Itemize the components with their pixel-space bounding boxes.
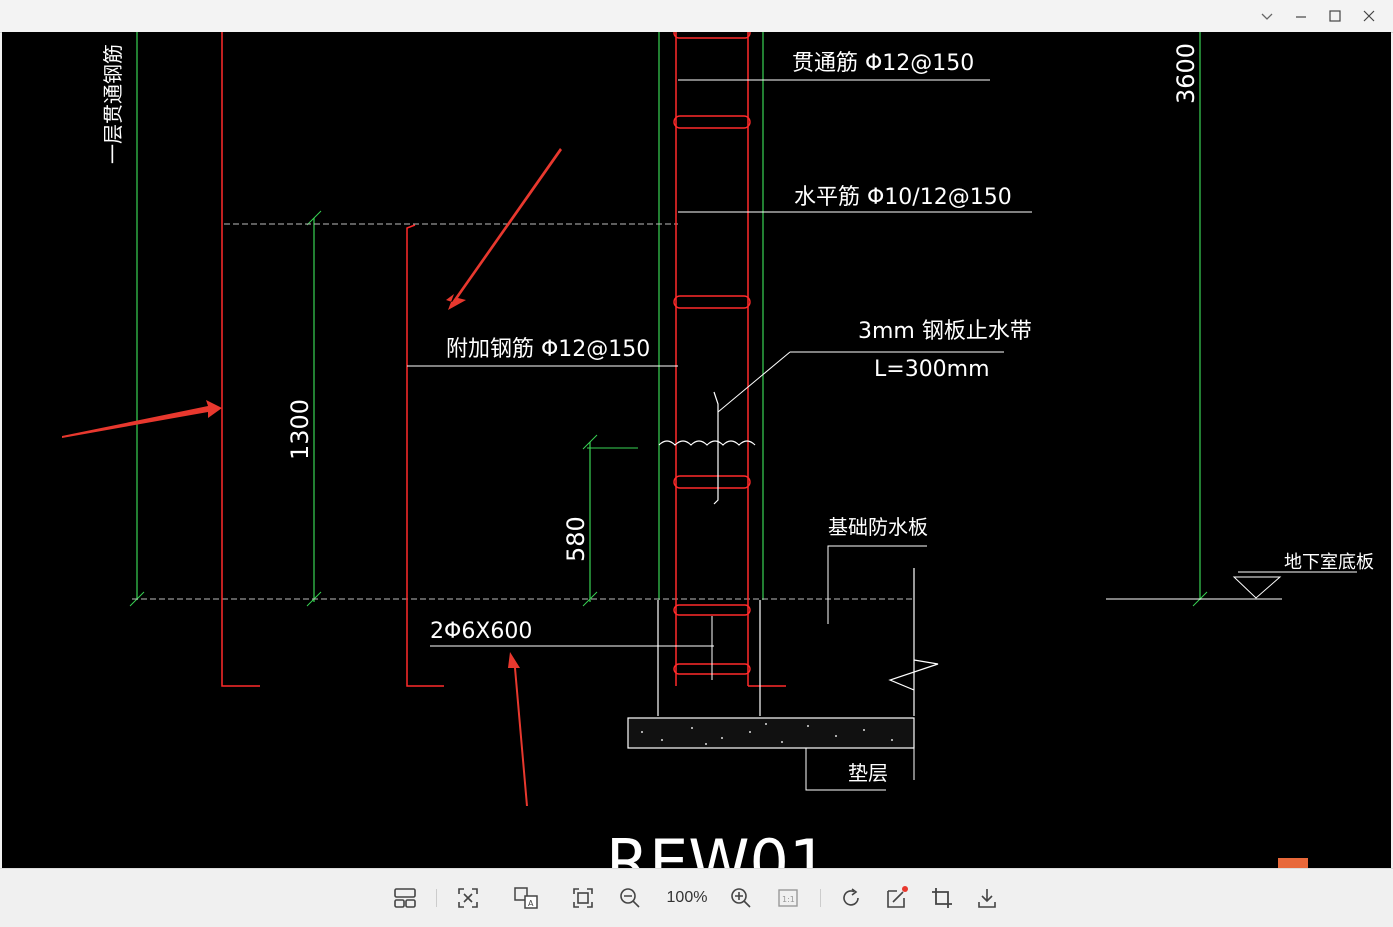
edit-icon[interactable]: [882, 883, 912, 913]
fit-icon[interactable]: [453, 883, 483, 913]
cad-drawing-canvas[interactable]: 一层贯通钢筋 贯通筋 Φ12@150 水平筋 Φ10/12@150 3mm 钢板…: [2, 32, 1391, 868]
cad-drawing: 一层贯通钢筋 贯通筋 Φ12@150 水平筋 Φ10/12@150 3mm 钢板…: [62, 32, 1374, 868]
horizontal-bar-label: 水平筋 Φ10/12@150: [794, 185, 1012, 210]
additional-bar-label: 附加钢筋 Φ12@150: [446, 337, 650, 362]
crop-icon[interactable]: [927, 883, 957, 913]
ocr-icon[interactable]: A: [511, 883, 541, 913]
window-controls: [1253, 4, 1383, 28]
title-bar: [0, 0, 1393, 33]
annotation-arrows: [62, 148, 562, 806]
minimize-icon[interactable]: [1287, 4, 1315, 28]
dimension-580: 580: [562, 516, 590, 562]
rotate-icon[interactable]: [836, 883, 866, 913]
through-bar-label: 贯通筋 Φ12@150: [792, 51, 974, 76]
cushion-label: 垫层: [848, 761, 888, 785]
fullscreen-icon[interactable]: [568, 883, 598, 913]
actual-size-icon[interactable]: 1:1: [773, 883, 803, 913]
layout-icon[interactable]: [390, 883, 420, 913]
zoom-in-icon[interactable]: [726, 883, 756, 913]
stirrup-label: 2Φ6X600: [430, 619, 532, 644]
zoom-out-icon[interactable]: [615, 883, 645, 913]
vertical-label: 一层贯通钢筋: [101, 44, 125, 164]
zoom-level: 100%: [666, 889, 708, 906]
dimension-1300: 1300: [286, 399, 314, 460]
drawing-title: REW01: [606, 826, 828, 868]
steel-plate-length-label: L=300mm: [874, 357, 990, 382]
chevron-down-icon[interactable]: [1253, 4, 1281, 28]
svg-text:1:1: 1:1: [782, 895, 795, 904]
close-icon[interactable]: [1355, 4, 1383, 28]
basement-floor-label: 地下室底板: [1284, 552, 1374, 573]
svg-text:A: A: [528, 899, 534, 908]
viewer-toolbar: A 100% 1:1: [0, 868, 1393, 927]
download-icon[interactable]: [972, 883, 1002, 913]
dimension-3600: 3600: [1172, 43, 1200, 104]
foundation-slab-label: 基础防水板: [828, 515, 928, 539]
steel-plate-label: 3mm 钢板止水带: [858, 319, 1032, 344]
maximize-icon[interactable]: [1321, 4, 1349, 28]
